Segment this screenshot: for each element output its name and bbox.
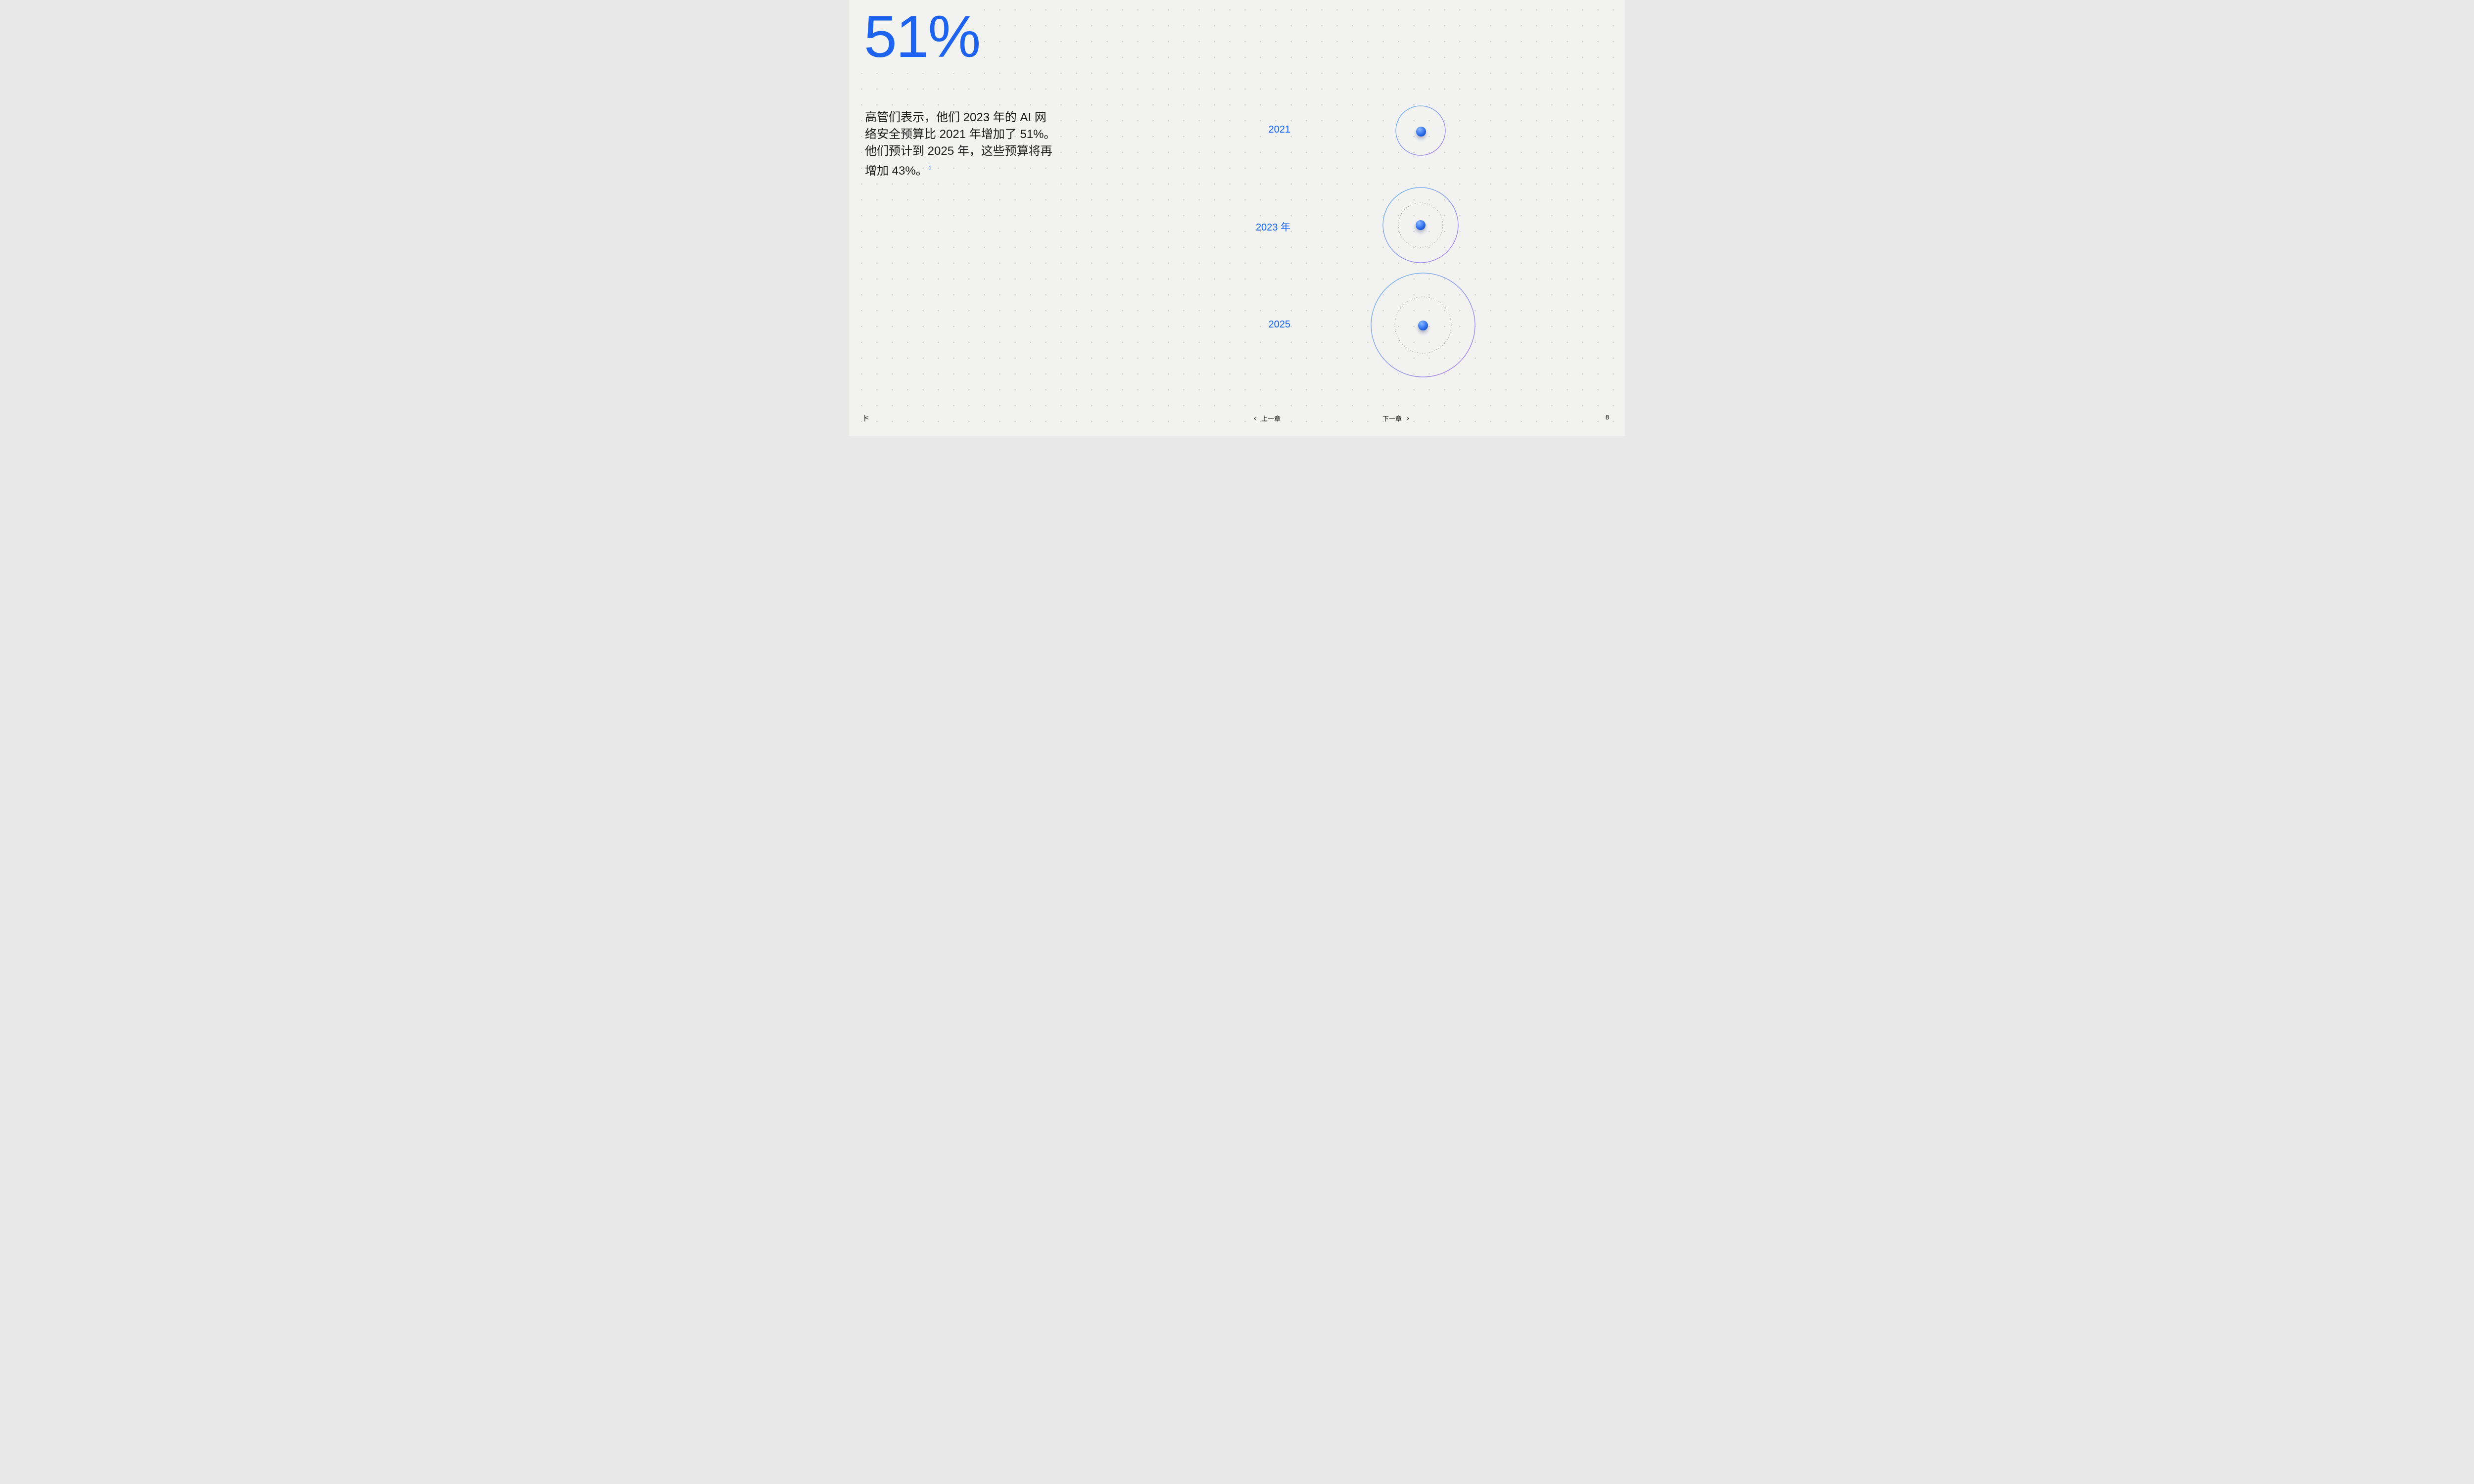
first-page-icon: |< [864,414,869,421]
sphere-marker-2021 [1416,127,1426,137]
year-label-2023: 2023 年 [1255,222,1290,233]
body-line: 高管们表示，他们 2023 年的 AI 网 [865,111,1047,124]
sphere-marker-2025 [1418,321,1428,330]
headline-statistic: 51% [864,3,981,70]
previous-chapter-label: 上一章 [1261,415,1281,422]
body-paragraph: 高管们表示，他们 2023 年的 AI 网 络安全预算比 2021 年增加了 5… [865,109,1055,180]
chevron-left-icon: ‹ [1254,414,1256,422]
next-chapter-label: 下一章 [1382,415,1402,422]
footer-navigation: |< ‹ 上一章 下一章 › 8 [849,411,1625,425]
next-chapter-button[interactable]: 下一章 › [1382,414,1409,423]
chevron-right-icon: › [1407,414,1410,422]
footnote-marker[interactable]: 1 [928,164,932,172]
first-page-button[interactable]: |< [864,414,869,421]
previous-chapter-button[interactable]: ‹ 上一章 [1254,414,1281,423]
body-line: 他们预计到 2025 年，这些预算将再 [865,144,1052,158]
year-label-2025: 2025 [1268,319,1291,330]
year-label-2021: 2021 [1268,124,1291,135]
sphere-marker-2023 [1416,220,1426,230]
body-line: 络安全预算比 2021 年增加了 51%。 [865,128,1056,141]
body-line-text: 增加 43%。 [865,164,928,178]
report-slide: 51% 高管们表示，他们 2023 年的 AI 网 络安全预算比 2021 年增… [849,0,1625,436]
page-number: 8 [1605,414,1609,421]
body-line: 增加 43%。1 [865,160,1055,180]
headline-backdrop [849,0,984,73]
